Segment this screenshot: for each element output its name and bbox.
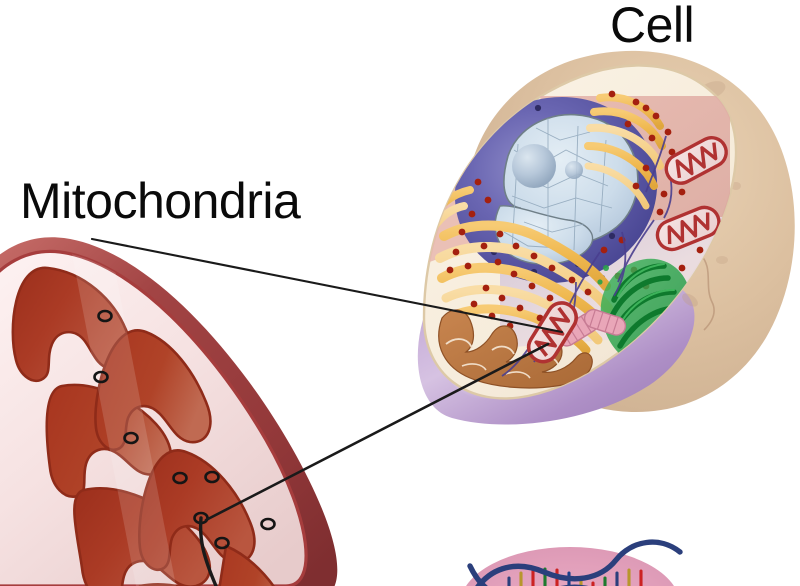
mito-matrix-crista-1 bbox=[11, 266, 132, 383]
dna-halo bbox=[466, 547, 674, 586]
page-title-mitochondria: Mitochondria bbox=[20, 173, 301, 229]
cell-cytoplasm bbox=[422, 64, 738, 400]
smooth-endoplasmic-reticulum bbox=[438, 309, 593, 389]
centrioles bbox=[556, 308, 627, 347]
mito-intermembrane-space bbox=[0, 249, 308, 586]
membrane-squiggle bbox=[699, 253, 715, 331]
cut-face-left-strip bbox=[424, 152, 512, 264]
rough-endoplasmic-reticulum-upper bbox=[584, 93, 666, 210]
nuclear-pores bbox=[490, 104, 628, 282]
cell-outer-membrane bbox=[466, 50, 795, 413]
mito-sheen bbox=[72, 254, 176, 586]
connector-cell-mito-to-detail bbox=[204, 342, 550, 522]
cell-basal-region bbox=[417, 267, 695, 425]
cut-face-upper bbox=[540, 96, 730, 230]
mito-matrix-right-1 bbox=[94, 329, 212, 451]
nucleolus bbox=[512, 144, 556, 188]
connector-lines bbox=[90, 237, 564, 586]
golgi-vesicles bbox=[597, 265, 695, 321]
nucleus bbox=[454, 96, 658, 284]
rough-endoplasmic-reticulum-main bbox=[424, 186, 613, 355]
mito-dna-granules bbox=[93, 309, 276, 550]
chromatin-texture bbox=[503, 118, 613, 251]
mitochondrion-detail-illustration bbox=[0, 237, 338, 586]
cell-illustration bbox=[417, 50, 795, 425]
dna-double-helix bbox=[467, 539, 683, 586]
dna-illustration bbox=[466, 539, 683, 586]
cell-mitochondrion-labelled bbox=[526, 301, 578, 364]
chromatin bbox=[503, 113, 639, 246]
nuclear-envelope bbox=[454, 96, 658, 284]
ribosomes bbox=[446, 90, 704, 330]
cytoskeleton bbox=[501, 135, 673, 377]
mito-matrix-crista-3 bbox=[73, 487, 212, 586]
connector-detail-to-dna bbox=[198, 516, 218, 586]
nucleolus-small bbox=[565, 161, 583, 179]
golgi-apparatus bbox=[597, 258, 695, 363]
cell-mitochondrion-upper bbox=[664, 136, 728, 185]
chromatin-lower bbox=[494, 205, 594, 265]
connector-label-to-cell-mitochondrion bbox=[90, 237, 564, 334]
cell-basal-highlight bbox=[444, 326, 556, 402]
page-title-cell: Cell bbox=[610, 0, 695, 53]
mito-outer-membrane bbox=[0, 237, 338, 586]
cell-membrane-texture bbox=[662, 81, 741, 307]
mito-matrix-right-3 bbox=[206, 544, 292, 586]
mito-matrix-right-2 bbox=[138, 449, 256, 571]
mito-matrix-crista-2 bbox=[45, 383, 173, 498]
cell-mitochondrion-middle bbox=[655, 205, 721, 252]
cut-face-lower bbox=[500, 216, 737, 348]
